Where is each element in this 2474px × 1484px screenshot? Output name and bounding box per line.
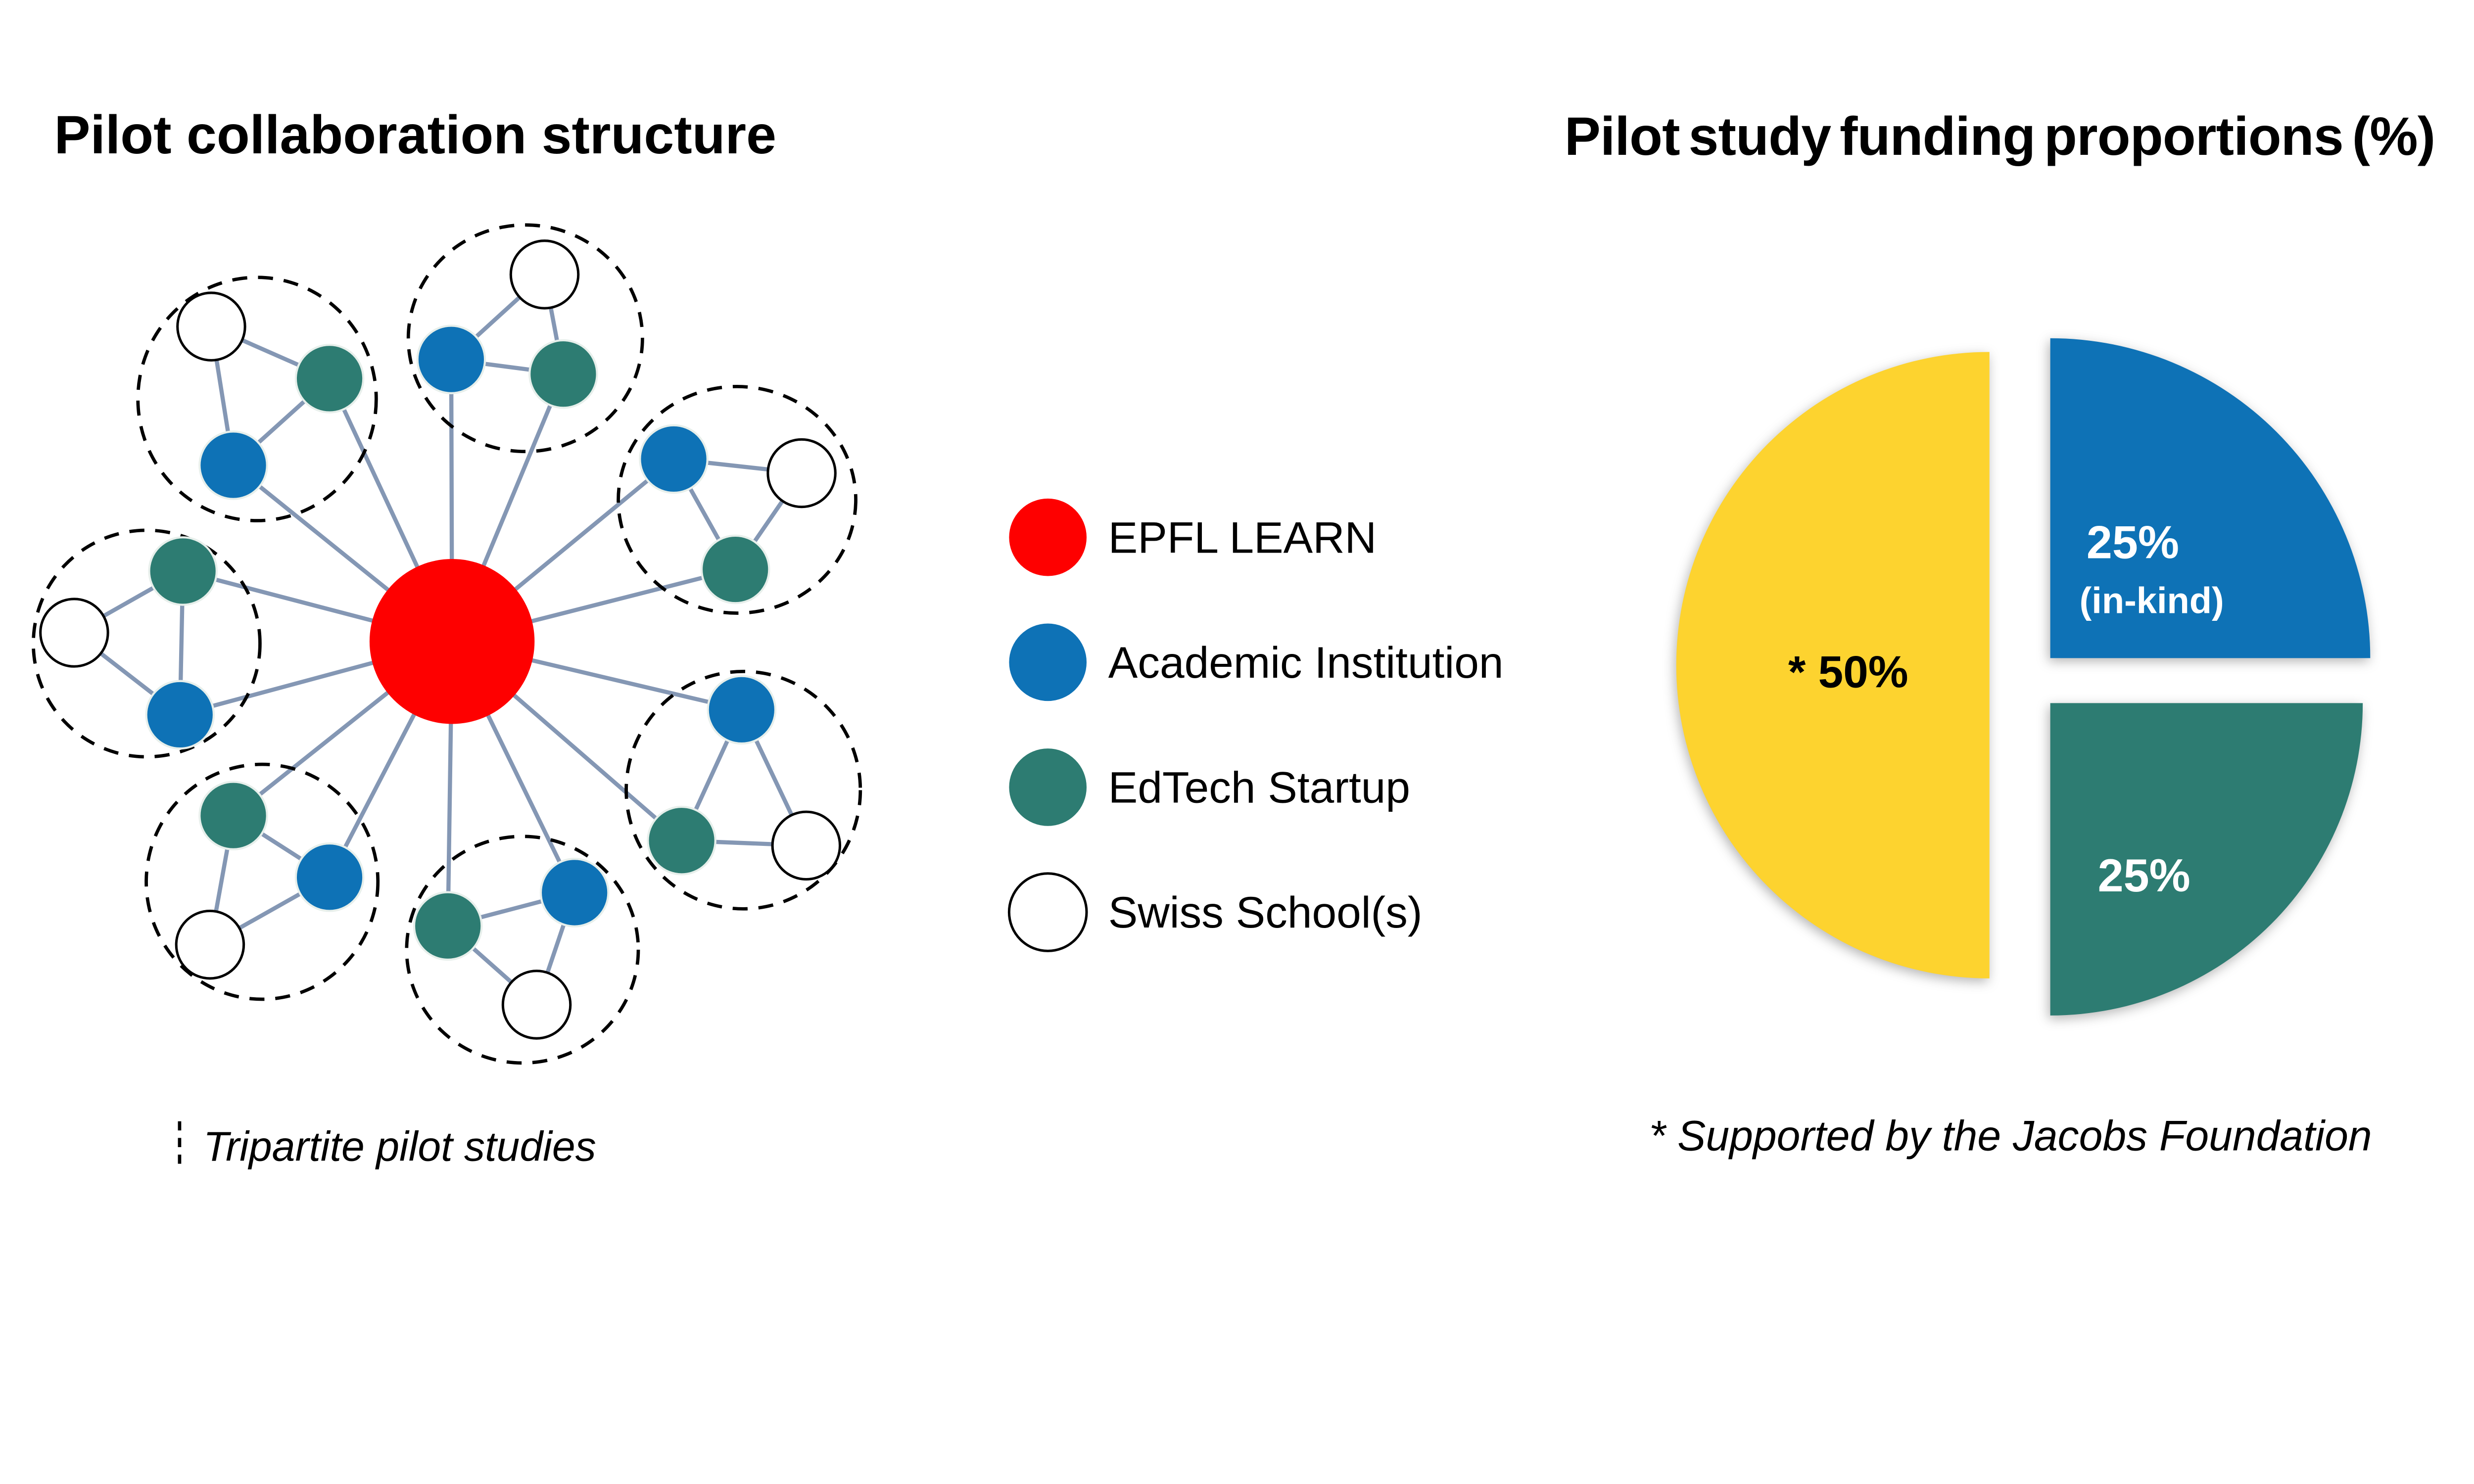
hub-node-epfl-learn <box>369 559 535 724</box>
edtech-node-top-left <box>294 344 365 414</box>
edtech-node-left <box>148 536 218 606</box>
edtech-node-top <box>528 339 598 409</box>
cluster-boundary-left <box>32 528 262 759</box>
cluster-boundary-top-left <box>136 276 378 522</box>
academic-node-top-left <box>198 430 268 500</box>
cluster-boundary-right <box>624 669 862 911</box>
pie-sublabel-inkind: (in-kind) <box>2080 580 2224 621</box>
school-node-top-right <box>766 438 837 509</box>
edtech-node-right <box>647 805 716 876</box>
legend-swatch-edtech-startup <box>1009 748 1087 826</box>
academic-node-right <box>707 675 777 745</box>
pie-label-25-other: 25% <box>2098 849 2190 901</box>
legend-swatch-academic-institution <box>1009 623 1087 701</box>
right-panel-title: Pilot study funding proportions (%) <box>1565 106 2435 167</box>
left-panel-title: Pilot collaboration structure <box>54 105 776 165</box>
tripartite-caption: Tripartite pilot studies <box>203 1123 596 1170</box>
tripartite-caption-group: Tripartite pilot studies <box>178 1121 596 1170</box>
school-node-top-left <box>176 291 246 362</box>
pie-slice-other-25 <box>2050 703 2363 1016</box>
legend-label-epfl-learn: EPFL LEARN <box>1108 512 1377 562</box>
legend-label-edtech-startup: EdTech Startup <box>1108 763 1410 812</box>
collaboration-network-diagram <box>32 223 862 1065</box>
legend-label-swiss-school: Swiss School(s) <box>1108 887 1423 937</box>
academic-node-bottom-left <box>294 842 365 912</box>
legend-swatch-epfl-learn <box>1009 498 1087 576</box>
cluster-boundary-bottom-left <box>144 762 380 1001</box>
school-node-bottom <box>501 970 572 1040</box>
edtech-node-top-right <box>700 534 770 604</box>
edtech-node-bottom <box>413 891 483 961</box>
pie-slice-inkind-25 <box>2050 338 2371 658</box>
academic-node-top-right <box>639 424 709 494</box>
cluster-boundary-top-right <box>617 385 857 615</box>
jacobs-footnote: * Supported by the Jacobs Foundation <box>1649 1113 2372 1160</box>
legend-label-academic-institution: Academic Institution <box>1108 638 1504 687</box>
cluster-boundary-top <box>406 223 644 454</box>
cluster-boundary-bottom <box>405 835 640 1065</box>
legend-swatch-swiss-school <box>1007 872 1088 952</box>
academic-node-left <box>145 680 215 750</box>
academic-node-bottom <box>539 858 610 928</box>
school-node-right <box>771 810 842 881</box>
figure-canvas: Pilot collaboration structure Pilot stud… <box>32 105 2435 1170</box>
pie-label-25-inkind: 25% <box>2087 516 2179 568</box>
pie-slice-jacobs-50 <box>1676 352 1990 978</box>
school-node-top <box>509 239 580 310</box>
funding-pie-chart: * 50% 25% (in-kind) 25% <box>1676 338 2371 1016</box>
pie-label-50: * 50% <box>1788 647 1908 697</box>
edtech-node-bottom-left <box>198 781 268 851</box>
school-node-left <box>39 598 109 668</box>
school-node-bottom-left <box>175 909 245 980</box>
academic-node-top <box>416 325 486 394</box>
